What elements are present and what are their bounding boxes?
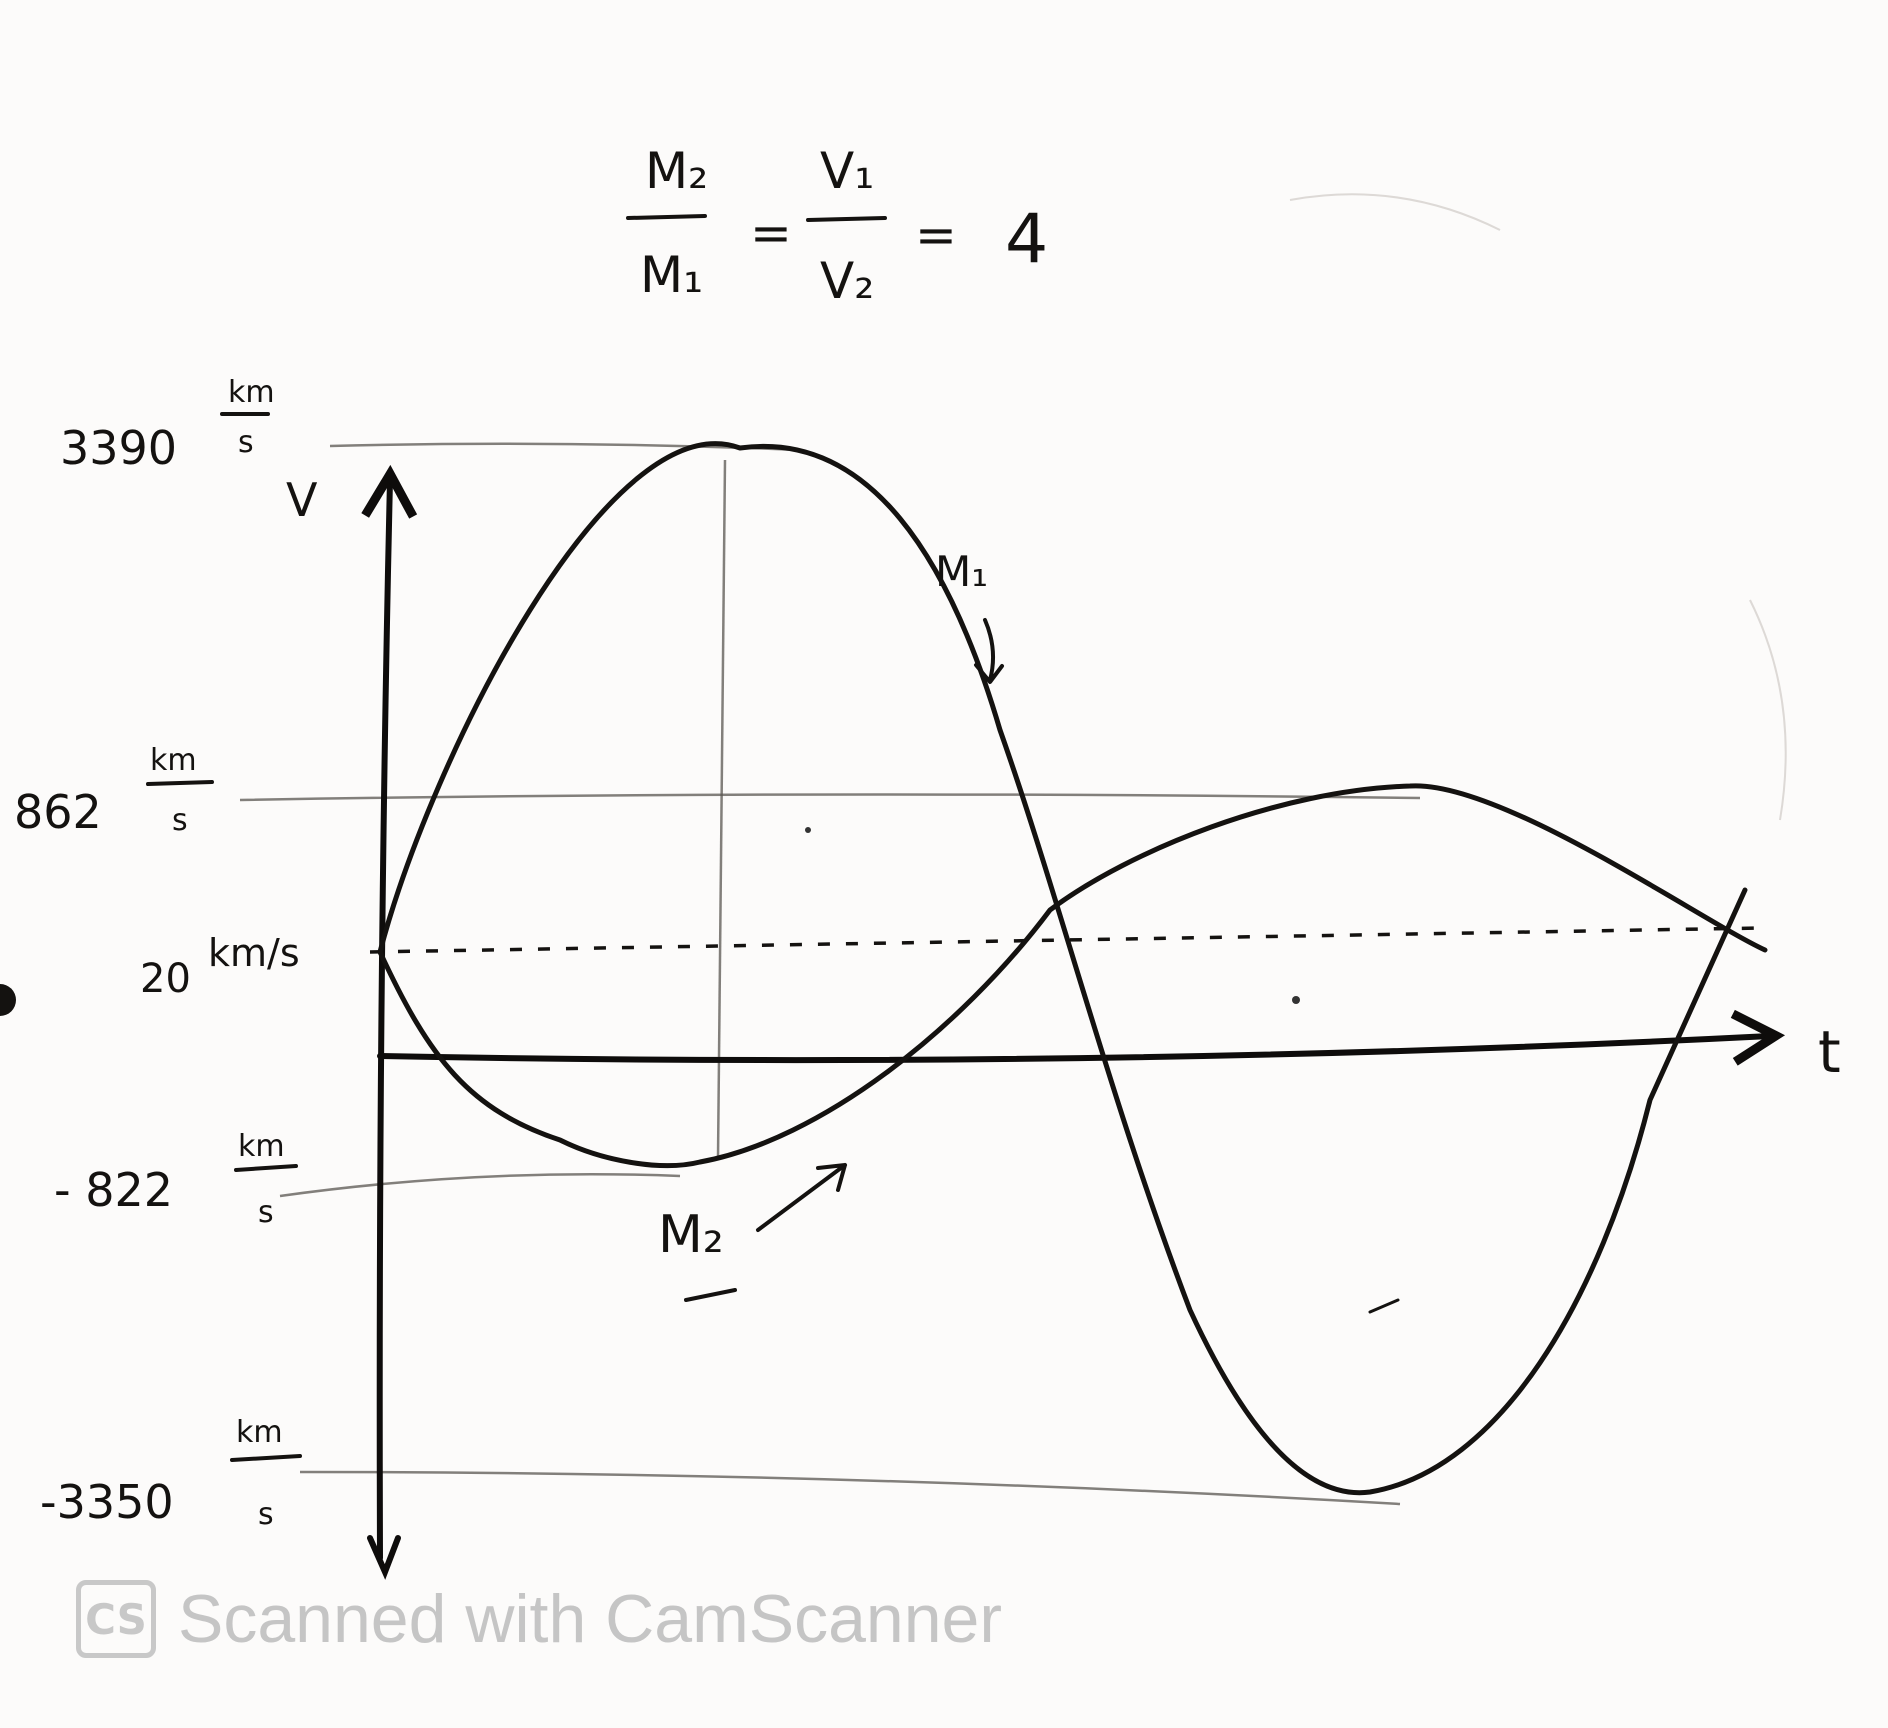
m2-underline-mark xyxy=(684,1288,737,1302)
eq-fraction-bar-1 xyxy=(626,214,707,220)
m1-pointer-arrow xyxy=(974,618,1004,684)
level-neg822-unit-bar xyxy=(234,1164,298,1172)
stray-dot xyxy=(1292,996,1300,1004)
peak-guide-line xyxy=(716,459,727,1159)
t-axis-label: t xyxy=(1818,1018,1841,1086)
camscanner-logo-icon: CS xyxy=(76,1580,156,1658)
level-3390-unit-top: km xyxy=(228,375,275,410)
level-neg3350-unit-top: km xyxy=(236,1415,283,1450)
m2-curve xyxy=(377,783,1768,1169)
m2-pointer-arrow xyxy=(756,1163,847,1232)
level-20-value: 20 xyxy=(140,956,191,1002)
level-neg3350-value: -3350 xyxy=(40,1475,174,1529)
level-20-unit: km/s xyxy=(208,931,300,975)
eq-numerator-v1: V₁ xyxy=(820,142,874,200)
watermark-text: Scanned with CamScanner xyxy=(178,1581,1003,1657)
bleed-through-mark xyxy=(1749,599,1787,821)
binder-hole-mark xyxy=(0,984,16,1016)
eq-numerator-m2: M₂ xyxy=(645,142,708,200)
stray-dot xyxy=(805,827,811,833)
level-3390-value: 3390 xyxy=(60,421,177,475)
guide-line-862 xyxy=(239,793,1421,802)
bleed-through-mark xyxy=(1289,193,1501,231)
stray-dash xyxy=(1368,1298,1400,1314)
eq-ratio-value: 4 xyxy=(1005,200,1048,279)
m1-curve xyxy=(377,441,1748,1496)
guide-line-neg822 xyxy=(279,1172,681,1198)
eq-fraction-bar-2 xyxy=(806,216,887,222)
level-neg822-value: - 822 xyxy=(54,1163,173,1217)
t-axis xyxy=(377,1009,1786,1066)
eq-equals-1: = xyxy=(750,204,792,262)
m2-curve-label: M₂ xyxy=(658,1205,724,1265)
level-862-unit-bar xyxy=(146,780,214,786)
eq-denominator-m1: M₁ xyxy=(640,246,703,304)
level-neg3350-unit-bottom: s xyxy=(258,1497,274,1532)
level-862-unit-bottom: s xyxy=(172,803,188,838)
level-neg822-unit-top: km xyxy=(238,1129,285,1164)
level-neg3350-unit-bar xyxy=(230,1454,302,1462)
camscanner-watermark: CS Scanned with CamScanner xyxy=(76,1580,1002,1658)
guide-line-neg3350 xyxy=(299,1470,1401,1506)
level-862-unit-top: km xyxy=(150,743,197,778)
eq-equals-2: = xyxy=(915,206,957,264)
v-axis xyxy=(361,464,418,1561)
level-862-value: 862 xyxy=(14,785,102,839)
eq-denominator-v2: V₂ xyxy=(820,252,874,310)
level-3390-unit-bottom: s xyxy=(238,425,254,460)
m1-curve-label: M₁ xyxy=(935,547,988,596)
v-axis-label: V xyxy=(286,473,318,527)
level-neg822-unit-bottom: s xyxy=(258,1195,274,1230)
dashed-line-20kms xyxy=(369,926,1761,954)
v-axis-bottom-arrow xyxy=(367,1535,401,1580)
